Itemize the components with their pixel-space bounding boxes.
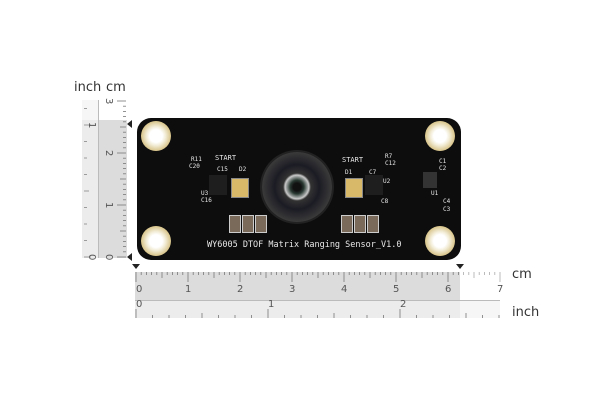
label-c1: C1	[439, 158, 447, 165]
cm-tick-label: 3	[289, 284, 295, 295]
ruler-unit-inch: inch	[74, 80, 102, 95]
inch-tick-label: 0	[136, 299, 142, 310]
inch-tick-label: 1	[268, 299, 274, 310]
inch-tick-label: 1	[86, 122, 97, 128]
label-r11: R11	[191, 156, 202, 163]
label-start-right: START	[342, 156, 364, 164]
label-c2: C2	[439, 165, 447, 172]
bottom-ruler-ticks: 0 1 2 3 4 5 6 7 0 1 2	[132, 264, 503, 318]
label-c7: C7	[369, 169, 377, 176]
chip-u3	[209, 175, 227, 195]
emitter-d2	[231, 178, 249, 198]
capacitor	[242, 215, 254, 233]
emitter-d1	[345, 178, 363, 198]
cm-tick-label: 4	[341, 284, 347, 295]
inch-tick-label: 2	[400, 299, 406, 310]
cm-tick-label: 1	[185, 284, 191, 295]
mounting-hole	[141, 226, 171, 256]
capacitor	[354, 215, 366, 233]
label-c20: C20	[189, 163, 200, 170]
capacitor	[367, 215, 379, 233]
marker-arrow	[127, 120, 132, 128]
left-ruler-ticks: 0 1 2 3 0 1	[84, 98, 132, 261]
cm-tick-label: 3	[103, 98, 114, 104]
board-title: WY6005 DTOF Matrix Ranging Sensor_V1.0	[207, 240, 402, 250]
label-d2: D2	[239, 166, 247, 173]
marker-arrow	[456, 264, 464, 269]
label-c15: C15	[217, 166, 228, 173]
capacitor	[229, 215, 241, 233]
cm-tick-label: 2	[103, 150, 114, 156]
label-u2: U2	[383, 178, 391, 185]
sensor-board: R11 C20 START C15 D2 U3 C16 START R7 C12…	[137, 118, 461, 260]
label-u3: U3	[201, 190, 209, 197]
cm-tick-label: 0	[136, 284, 142, 295]
label-c16: C16	[201, 197, 212, 204]
mounting-hole	[141, 121, 171, 151]
capacitor	[341, 215, 353, 233]
ruler-unit-inch-bottom: inch	[512, 305, 540, 320]
cm-tick-label: 7	[497, 284, 503, 295]
label-start-left: START	[215, 154, 237, 162]
mounting-hole	[425, 121, 455, 151]
label-d1: D1	[345, 169, 353, 176]
cm-tick-label: 6	[445, 284, 451, 295]
label-r7: R7	[385, 153, 393, 160]
cm-tick-label: 2	[237, 284, 243, 295]
marker-arrow	[132, 264, 140, 269]
capacitor	[255, 215, 267, 233]
chip-u2	[365, 175, 383, 195]
cm-tick-label: 0	[103, 254, 114, 260]
camera-lens	[262, 152, 332, 222]
inch-tick-label: 0	[86, 254, 97, 260]
label-u1: U1	[431, 190, 439, 197]
label-c8: C8	[381, 198, 389, 205]
ruler-unit-cm-bottom: cm	[512, 267, 532, 282]
ruler-unit-cm: cm	[106, 80, 126, 95]
cm-tick-label: 1	[103, 202, 114, 208]
label-c4: C4	[443, 198, 451, 205]
cm-tick-label: 5	[393, 284, 399, 295]
chip-u1	[423, 172, 437, 188]
label-c3: C3	[443, 206, 451, 213]
label-c12: C12	[385, 160, 396, 167]
mounting-hole	[425, 226, 455, 256]
marker-arrow	[127, 253, 132, 261]
